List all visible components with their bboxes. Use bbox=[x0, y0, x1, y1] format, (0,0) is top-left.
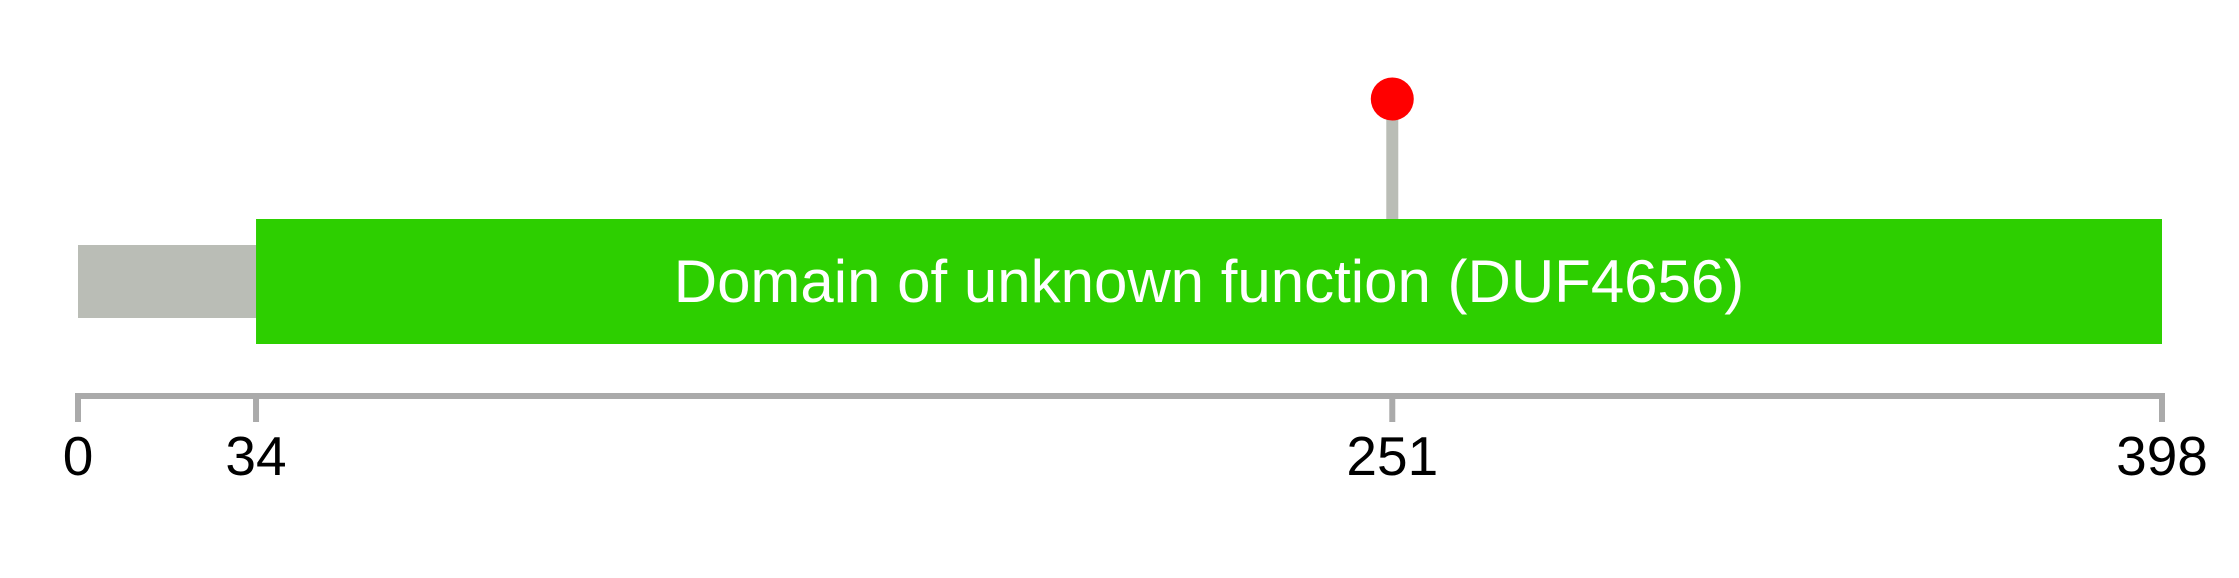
axis-tick-label: 34 bbox=[225, 425, 286, 487]
axis-tick-label: 251 bbox=[1346, 425, 1438, 487]
axis-tick-label: 398 bbox=[2116, 425, 2208, 487]
domain-region[interactable] bbox=[256, 219, 2162, 344]
domain-label: Domain of unknown function (DUF4656) bbox=[674, 248, 1745, 315]
mutation-lollipop[interactable] bbox=[1370, 77, 1414, 121]
axis-tick-label: 0 bbox=[63, 425, 94, 487]
